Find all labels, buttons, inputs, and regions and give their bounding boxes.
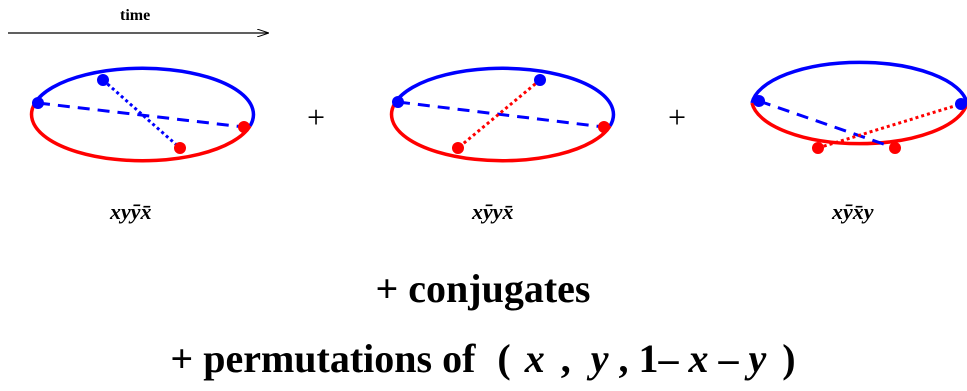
plus-sign: +: [668, 99, 686, 135]
close-paren: ): [782, 336, 795, 381]
dotted-propagator: [817, 102, 962, 150]
minus-sign: –: [718, 336, 740, 381]
vertex-dot: [32, 97, 44, 109]
upper-arc-blue: [750, 60, 967, 104]
var-x2: x: [688, 336, 709, 381]
plus-sign: +: [307, 99, 325, 135]
upper-arc-blue: [33, 66, 256, 127]
vertex-dot: [812, 142, 824, 154]
diagram-1: [29, 66, 256, 163]
diagram-2-label: xȳyx̄: [471, 199, 514, 224]
vertex-dot: [534, 74, 546, 86]
time-label: time: [120, 7, 150, 24]
vertex-dot: [955, 98, 967, 110]
vertex-dot: [452, 142, 464, 154]
diagram-1-label: xyȳx̄: [109, 199, 152, 224]
comma-1: ,: [561, 336, 571, 381]
diagram-2: [389, 66, 616, 163]
diagram-3-label: xȳx̄y: [831, 199, 874, 224]
var-y: y: [587, 336, 609, 381]
vertex-dot: [889, 142, 901, 154]
var-x: x: [524, 336, 545, 381]
permutations-line: + permutations of ( x , y , 1– x – y ): [170, 336, 795, 381]
vertex-dot: [174, 142, 186, 154]
permutations-prefix: + permutations of: [170, 336, 476, 381]
conjugates-line: + conjugates: [376, 266, 591, 311]
sep-one-minus: , 1–: [619, 336, 680, 381]
diagram-3: [750, 60, 967, 154]
lower-arc-red: [29, 102, 252, 163]
var-y2: y: [745, 336, 767, 381]
upper-arc-blue: [393, 66, 616, 127]
vertex-dot: [392, 96, 404, 108]
dashed-propagator: [37, 101, 245, 129]
lower-arc-red: [750, 102, 967, 146]
vertex-dot: [753, 95, 765, 107]
vertex-dot: [598, 121, 610, 133]
lower-arc-red: [389, 102, 612, 163]
dotted-propagator: [102, 78, 181, 150]
open-paren: (: [497, 336, 510, 381]
dashed-propagator: [397, 100, 605, 129]
vertex-dot: [97, 74, 109, 86]
dashed-propagator: [758, 99, 896, 150]
vertex-dot: [238, 121, 250, 133]
